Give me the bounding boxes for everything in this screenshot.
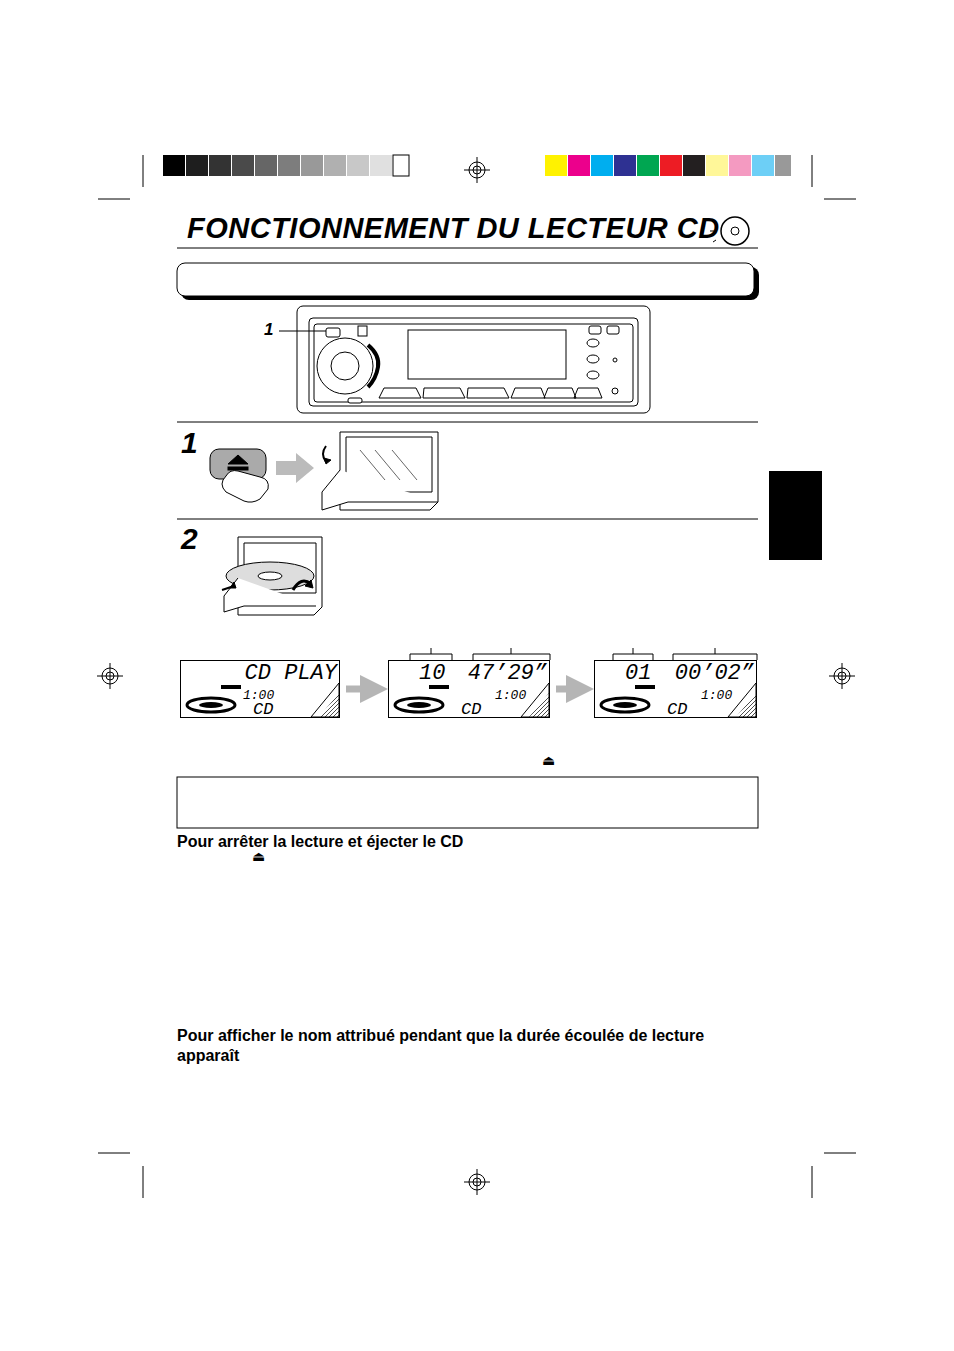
cd-insertion [222, 537, 322, 615]
lcd-display: 10 47’29” 1:00CD [388, 660, 550, 718]
section-heading: Pour arrêter la lecture et éjecter le CD [177, 833, 463, 851]
step-rule [177, 422, 758, 423]
lcd-display: CD PLAY1:00CD [180, 660, 340, 718]
control-panel [297, 306, 650, 413]
lcd-text: CD [253, 700, 273, 719]
lcd-text: 10 [419, 661, 445, 686]
eject-symbol: ⏏ [542, 752, 555, 768]
step-number: 1 [181, 426, 198, 460]
grey-bar [163, 155, 409, 176]
lcd-text: CD [461, 700, 481, 719]
page-title: FONCTIONNEMENT DU LECTEUR CD [187, 212, 720, 245]
color-bar [545, 155, 791, 176]
leader-line [279, 331, 326, 332]
lcd-text: 01 [625, 661, 651, 686]
lcd-text: 00’02” [675, 661, 754, 686]
eject-button-press [210, 449, 314, 502]
flow-arrow [556, 686, 580, 693]
banner [177, 263, 759, 300]
step-rule [177, 519, 758, 520]
faceplate-open [322, 432, 438, 510]
section-heading: Pour afficher le nom attribué pendant qu… [177, 1026, 767, 1066]
lcd-text: 1:00 [701, 688, 732, 703]
lcd-text: 47’29” [468, 661, 547, 686]
lcd-display: 01 00’02” 1:00CD [594, 660, 757, 718]
crop-marks [98, 155, 856, 1198]
step-number: 2 [181, 522, 198, 556]
display-brackets [410, 648, 757, 660]
lcd-text: CD [667, 700, 687, 719]
registration-marks [97, 157, 855, 1195]
title-rule [177, 248, 758, 249]
language-tab [769, 471, 822, 560]
eject-symbol: ⏏ [252, 848, 265, 864]
lcd-text: CD PLAY [245, 661, 337, 686]
note-box [177, 777, 758, 828]
lcd-text: 1:00 [495, 688, 526, 703]
flow-arrow [346, 686, 374, 693]
callout-number: 1 [264, 320, 273, 340]
